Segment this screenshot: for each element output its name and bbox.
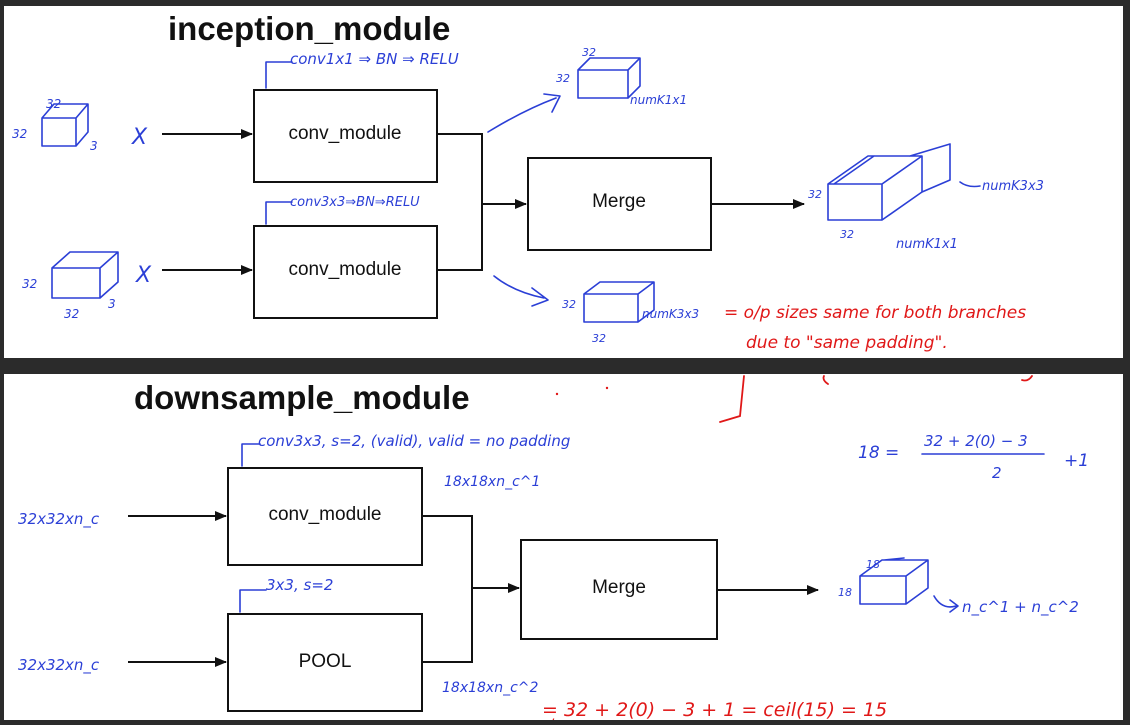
formula-den: 2 bbox=[992, 464, 1002, 482]
output-cube bbox=[827, 143, 951, 221]
cube-in2-depth-label: 3 bbox=[108, 297, 116, 311]
red-note-line1: = o/p sizes same for both branches bbox=[724, 303, 1026, 323]
ds-cube-right-pointer bbox=[933, 595, 959, 613]
cube-out-mid-label: numK1x1 bbox=[896, 237, 958, 252]
conv-module-box-2[interactable] bbox=[253, 225, 438, 319]
downsample-formula: 18 = 32 + 2(0) − 3 2 +1 bbox=[858, 432, 1089, 482]
note-conv-pointer bbox=[241, 443, 261, 467]
conv-module-label: conv_module bbox=[268, 504, 381, 525]
note-conv1-pointer bbox=[265, 61, 293, 89]
red-formula: = 32 + 2(0) − 3 + 1 = ceil(15) = 15 bbox=[542, 699, 887, 721]
cube-b2-bottom-label: 32 bbox=[592, 332, 606, 345]
input-cube-2 bbox=[51, 251, 119, 299]
cube-in2-bottom-label: 32 bbox=[64, 307, 79, 321]
merge-label-bottom: Merge bbox=[592, 577, 646, 598]
conv-module-box[interactable] bbox=[227, 467, 423, 566]
merge-box-bottom[interactable] bbox=[520, 539, 718, 640]
note-conv: conv3x3, s=2, (valid), valid = no paddin… bbox=[258, 432, 570, 450]
note-conv3: conv3x3⇒BN⇒RELU bbox=[290, 195, 420, 210]
formula-num: 32 + 2(0) − 3 bbox=[924, 432, 1028, 450]
cube-out-right-pointer bbox=[959, 181, 981, 188]
cube-out-bottom-label: 32 bbox=[840, 228, 854, 241]
conv-module-box-1[interactable] bbox=[253, 89, 438, 183]
cube-in1-top-label: 32 bbox=[46, 97, 61, 111]
downsample-diagram: conv_module POOL Merge conv3x3, s=2, (va… bbox=[18, 375, 1089, 723]
red-paren-mark bbox=[822, 375, 829, 385]
cube-b1-depth-label: numK1x1 bbox=[630, 93, 687, 107]
red-dot-b bbox=[605, 386, 609, 390]
cube-b2-depth-label: numK3x3 bbox=[642, 307, 699, 321]
cube-out-right-label: numK3x3 bbox=[982, 179, 1044, 194]
conv-module-label-2: conv_module bbox=[288, 259, 401, 280]
merge-box[interactable] bbox=[527, 157, 712, 251]
cube-b1-left-label: 32 bbox=[556, 72, 570, 85]
branch1-cube bbox=[577, 57, 641, 99]
branch2-cube bbox=[583, 281, 655, 323]
branch1-pointer bbox=[487, 93, 561, 133]
red-bracket bbox=[719, 375, 745, 423]
red-note-line2: due to "same padding". bbox=[746, 333, 948, 353]
note-conv3-pointer bbox=[265, 201, 293, 225]
ds-cube-top-label: 18 bbox=[866, 558, 880, 571]
input-x-1: X bbox=[131, 125, 148, 150]
inception-panel: inception_module conv_module conv_module… bbox=[4, 6, 1123, 358]
downsample-title: downsample_module bbox=[134, 379, 470, 416]
branch2-pointer bbox=[493, 275, 549, 307]
pool-box[interactable] bbox=[227, 613, 423, 712]
cube-in1-depth-label: 3 bbox=[90, 139, 98, 153]
merge-label: Merge bbox=[592, 191, 646, 212]
out-label-conv: 18x18xn_c^1 bbox=[444, 474, 540, 490]
red-dot-a bbox=[555, 392, 559, 396]
note-pool: 3x3, s=2 bbox=[266, 576, 333, 594]
downsample-output-cube bbox=[859, 557, 929, 605]
formula-lhs: 18 = bbox=[858, 443, 899, 463]
red-mark-right bbox=[1021, 375, 1033, 382]
out-label-pool: 18x18xn_c^2 bbox=[442, 680, 539, 696]
input-cube-1 bbox=[41, 103, 89, 147]
branch-wire bbox=[437, 133, 483, 271]
input-label-conv: 32x32xn_c bbox=[18, 510, 100, 529]
cube-out-left-label: 32 bbox=[808, 188, 822, 201]
ds-cube-right-label: n_c^1 + n_c^2 bbox=[962, 598, 1079, 617]
inception-title: inception_module bbox=[168, 10, 451, 47]
inception-diagram: conv_module conv_module Merge conv1x1 ⇒ … bbox=[12, 46, 1044, 353]
downsample-panel: downsample_module conv_module POOL Merge… bbox=[4, 374, 1123, 723]
cube-in1-left-label: 32 bbox=[12, 127, 27, 141]
formula-plus: +1 bbox=[1064, 451, 1089, 471]
note-pool-pointer bbox=[239, 589, 267, 613]
branch-wire-bottom bbox=[422, 515, 473, 663]
red-dot: . bbox=[552, 709, 556, 723]
input-label-pool: 32x32xn_c bbox=[18, 656, 100, 675]
cube-in2-left-label: 32 bbox=[22, 277, 37, 291]
ds-cube-left-label: 18 bbox=[838, 586, 852, 599]
conv-module-label-1: conv_module bbox=[288, 123, 401, 144]
cube-b1-top-label: 32 bbox=[582, 46, 596, 59]
input-x-2: X bbox=[135, 263, 152, 288]
pool-label: POOL bbox=[299, 651, 352, 672]
cube-b2-left-label: 32 bbox=[562, 298, 576, 311]
note-conv1: conv1x1 ⇒ BN ⇒ RELU bbox=[290, 50, 459, 68]
